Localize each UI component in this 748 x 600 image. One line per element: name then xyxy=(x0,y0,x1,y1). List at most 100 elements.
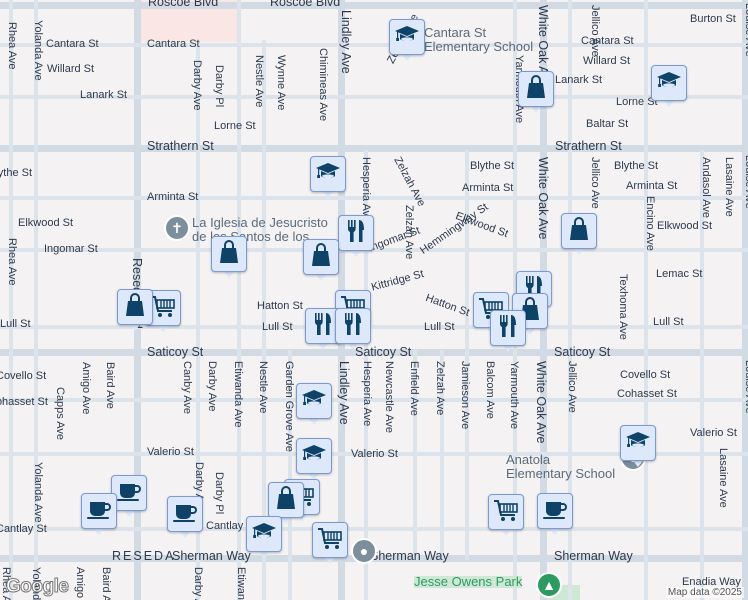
road xyxy=(34,0,38,600)
marker-pointer xyxy=(127,321,143,331)
shopping-marker[interactable] xyxy=(561,213,597,259)
poi-label-line: Elementary School xyxy=(506,466,616,481)
restaurant-marker[interactable] xyxy=(490,310,526,356)
marker-pointer xyxy=(322,554,338,564)
shopping-marker[interactable] xyxy=(518,71,554,117)
graduation-cap-icon xyxy=(656,68,682,99)
street-label: Darby Ave xyxy=(206,361,218,412)
school-marker[interactable] xyxy=(389,19,425,65)
shopping-marker[interactable] xyxy=(117,289,153,335)
park-label[interactable]: Jesse Owens Park xyxy=(414,574,523,589)
graduation-cap-icon xyxy=(625,428,651,459)
street-label: Jellico Ave xyxy=(566,361,578,413)
street-label: Etiwanda Ave xyxy=(235,567,247,600)
marker-pointer xyxy=(345,340,361,350)
coffee-cup-icon xyxy=(86,496,112,527)
fork-knife-icon xyxy=(521,274,547,305)
street-label: White Oak Ave xyxy=(534,361,548,444)
marker-pointer xyxy=(547,525,563,535)
street-label: Saticoy St xyxy=(147,345,204,359)
street-label: Louise Ave xyxy=(743,155,748,209)
fork-knife-icon xyxy=(495,313,521,344)
school-marker[interactable] xyxy=(651,65,687,111)
marker-pointer xyxy=(221,268,237,278)
marker-pointer xyxy=(306,470,322,480)
shopping-marker[interactable] xyxy=(268,482,304,528)
street-label: Encino Ave xyxy=(644,196,656,251)
google-logo: Google xyxy=(5,576,69,598)
street-label: Etiwanda Ave xyxy=(232,361,244,428)
church-pin-icon[interactable]: ✝ xyxy=(164,215,190,241)
street-label: Balcom Ave xyxy=(484,361,496,419)
street-label: Darby Pl xyxy=(213,472,225,515)
street-label: Zelzah Ave xyxy=(391,155,428,209)
fork-knife-icon xyxy=(343,218,369,249)
school-marker[interactable] xyxy=(296,383,332,429)
road xyxy=(0,95,748,99)
street-label: Enadia Way xyxy=(682,576,741,588)
street-label: Jamieson Ave xyxy=(459,361,471,430)
map-attribution[interactable]: Map data ©2025 xyxy=(665,587,744,598)
road xyxy=(700,150,704,600)
poi-label-line: Jesse Owens Park xyxy=(414,574,523,589)
street-label: Cohasset St xyxy=(0,396,48,408)
shopping-cart-icon xyxy=(150,293,176,324)
marker-box xyxy=(490,310,526,346)
shopping-cart-icon xyxy=(317,525,343,556)
street-label: Baltar St xyxy=(586,118,629,130)
shopping-bag-icon xyxy=(216,239,242,270)
marker-pointer xyxy=(528,103,544,113)
grocery-marker[interactable] xyxy=(312,522,348,568)
street-label: Nestle Ave xyxy=(257,361,269,414)
marker-pointer xyxy=(498,526,514,536)
marker-box xyxy=(389,19,425,55)
street-label: Zelzah Ave xyxy=(434,361,446,416)
school-marker[interactable] xyxy=(246,516,282,562)
graduation-cap-icon xyxy=(301,441,327,472)
cafe-marker[interactable] xyxy=(111,475,147,521)
street-label: Darby Ave xyxy=(192,567,204,600)
school-marker[interactable] xyxy=(310,156,346,202)
marker-pointer xyxy=(121,507,137,517)
street-label: Valerio St xyxy=(147,446,194,458)
marker-box xyxy=(303,239,339,275)
poi-label-line: Elementary School xyxy=(424,39,534,54)
restaurant-marker[interactable] xyxy=(335,308,371,354)
school-marker[interactable] xyxy=(620,425,656,471)
shopping-marker[interactable] xyxy=(211,236,247,282)
grocery-marker[interactable] xyxy=(488,494,524,540)
coffee-cup-icon xyxy=(116,478,142,509)
marker-pointer xyxy=(571,245,587,255)
street-label: Arminta St xyxy=(147,191,199,203)
street-label: Andasol Ave xyxy=(700,157,712,218)
marker-box xyxy=(620,425,656,461)
coffee-cup-icon xyxy=(172,499,198,530)
marker-box xyxy=(167,496,203,532)
poi-pin-icon[interactable]: ● xyxy=(351,538,377,564)
park-tree-pin-icon[interactable]: ▲ xyxy=(536,572,562,598)
street-label: Garden Grove Ave xyxy=(283,361,295,452)
poi-label-line: Cantara St xyxy=(424,25,487,40)
marker-box xyxy=(81,493,117,529)
street-label: Lindley Ave xyxy=(337,361,351,425)
street-label: Cantara St xyxy=(147,38,200,50)
street-label: Lasaine Ave xyxy=(717,448,729,508)
cafe-marker[interactable] xyxy=(81,493,117,539)
marker-pointer xyxy=(661,97,677,107)
street-label: Lindley Ave xyxy=(339,10,353,74)
cafe-marker[interactable] xyxy=(167,496,203,542)
street-label: White Oak Ave xyxy=(536,157,550,240)
school-marker[interactable] xyxy=(296,438,332,484)
marker-box xyxy=(111,475,147,511)
street-label: Willard St xyxy=(583,55,631,67)
road xyxy=(568,0,572,600)
marker-box xyxy=(651,65,687,101)
cafe-marker[interactable] xyxy=(537,493,573,539)
street-label: Blythe St xyxy=(0,167,33,179)
shopping-marker[interactable] xyxy=(303,239,339,285)
restaurant-marker[interactable] xyxy=(338,215,374,261)
street-label: Cantlay xyxy=(206,520,244,532)
